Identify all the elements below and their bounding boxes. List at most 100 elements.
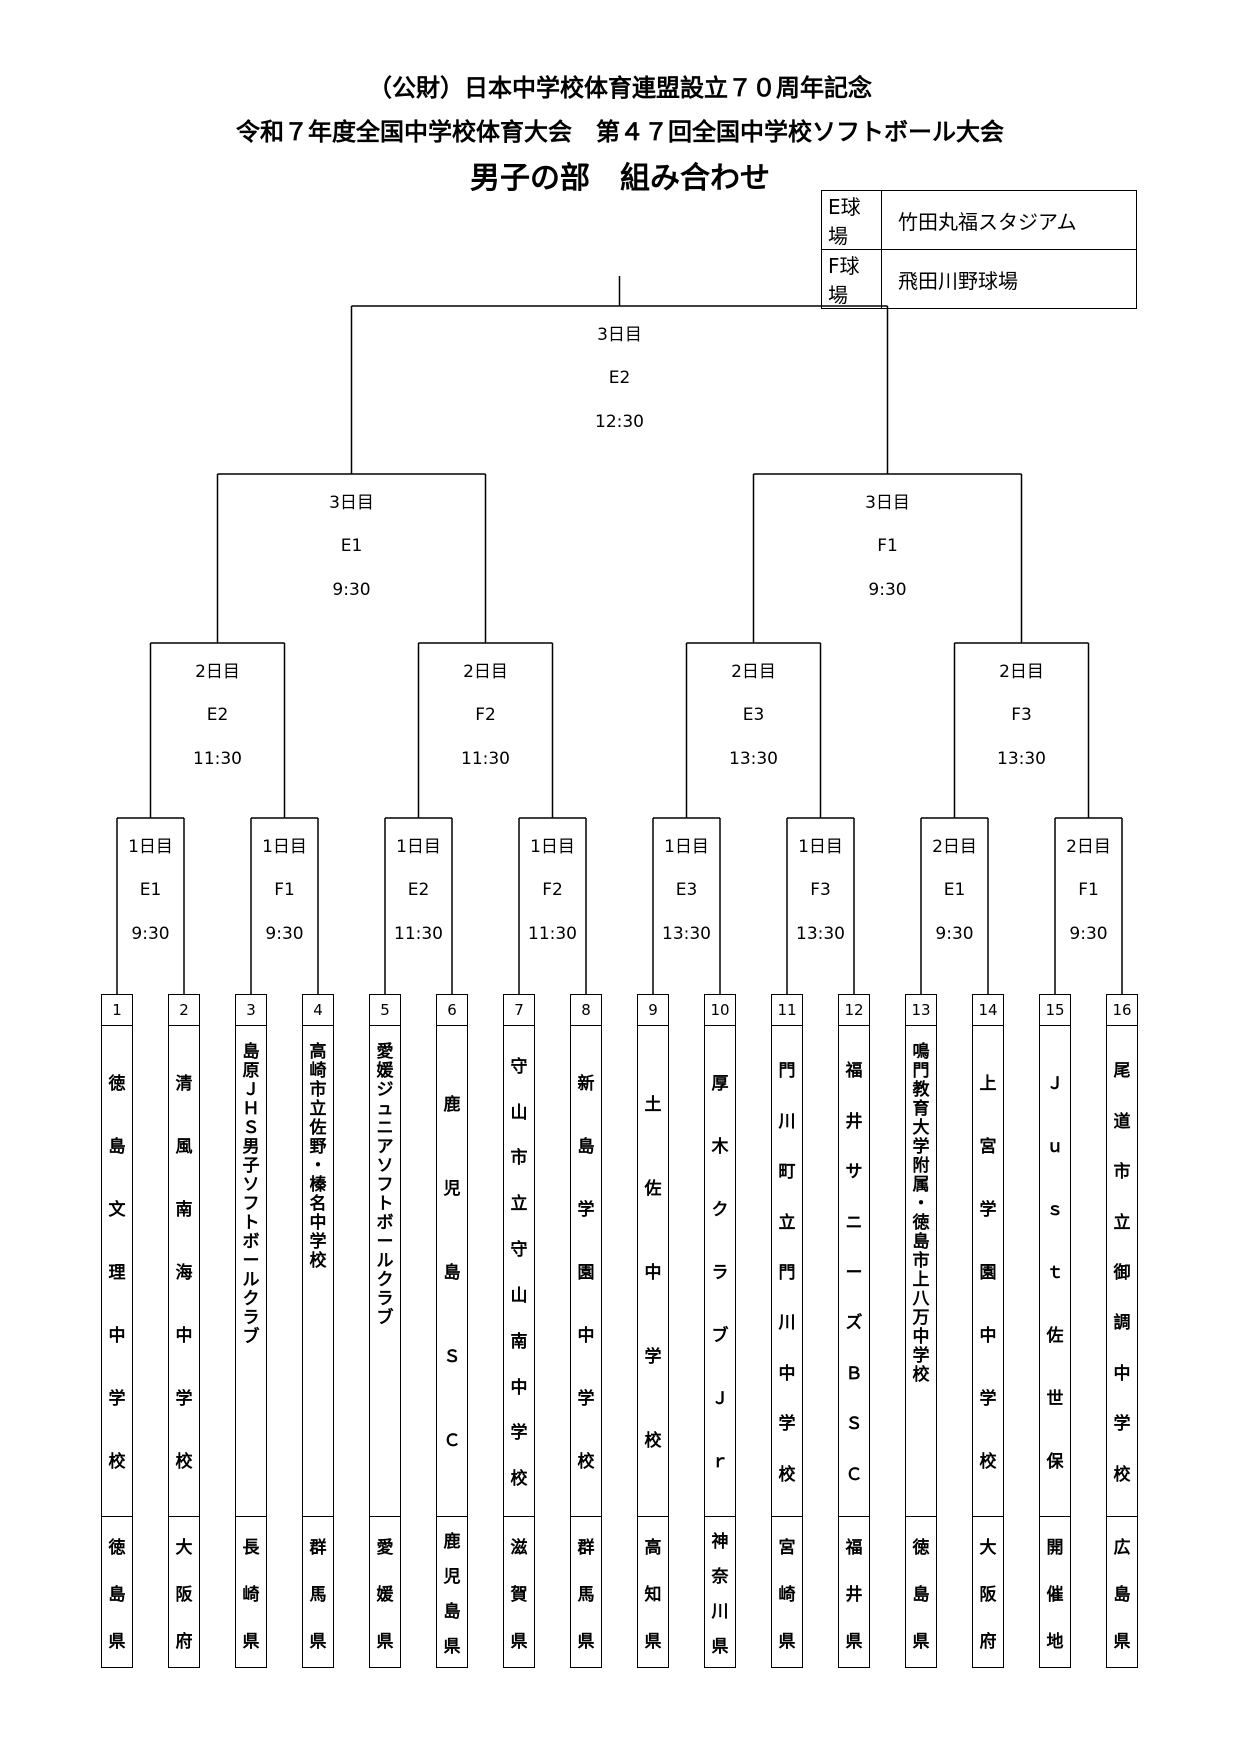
venue-legend-table: E球場 竹田丸福スタジアム F球場 飛田川野球場 <box>821 190 1137 309</box>
venue-row: E球場 竹田丸福スタジアム <box>821 190 1137 250</box>
round1-match-3-day: 1日目 <box>396 837 441 857</box>
team-prefecture: 宮崎県 <box>778 1537 796 1652</box>
round1-match-8-time: 9:30 <box>1069 924 1107 944</box>
round1-match-3-field: E2 <box>408 880 430 900</box>
quarterfinal-3-day: 2日目 <box>731 662 776 682</box>
team-number: 1 <box>102 995 132 1026</box>
team-name: 上宮学園中学校 <box>973 1025 1003 1517</box>
quarterfinal-1-field: E2 <box>207 705 229 725</box>
quarterfinal-2-day: 2日目 <box>463 662 508 682</box>
round1-match-5-day: 1日目 <box>664 837 709 857</box>
team-name: 新島学園中学校 <box>571 1025 601 1517</box>
team-number: 15 <box>1040 995 1070 1026</box>
team-prefecture: 群馬県 <box>309 1537 327 1652</box>
team-name: 清風南海中学校 <box>169 1025 199 1517</box>
semifinal-2-field: F1 <box>877 536 898 556</box>
team-prefecture: 徳島県 <box>108 1537 126 1652</box>
team-number: 4 <box>303 995 333 1026</box>
round1-match-2-day: 1日目 <box>262 837 307 857</box>
round1-match-6-time: 13:30 <box>796 924 845 944</box>
round1-match-5-field: E3 <box>676 880 698 900</box>
round1-match-7-day: 2日目 <box>932 837 977 857</box>
quarterfinal-2-time: 11:30 <box>461 749 510 769</box>
semifinal-1-time: 9:30 <box>332 580 370 600</box>
quarterfinal-3-field: E3 <box>743 705 765 725</box>
round1-match-7-field: E1 <box>944 880 966 900</box>
round1-match-2-field: F1 <box>274 880 295 900</box>
quarterfinal-1-day: 2日目 <box>195 662 240 682</box>
team-number: 8 <box>571 995 601 1026</box>
team-name: 高崎市立佐野・榛名中学校 <box>303 1025 333 1517</box>
title-line-1: （公財）日本中学校体育連盟設立７０周年記念 <box>368 74 872 102</box>
round1-match-4-day: 1日目 <box>530 837 575 857</box>
team-prefecture: 福井県 <box>845 1537 863 1652</box>
team-number: 16 <box>1107 995 1137 1026</box>
round1-match-1-field: E1 <box>140 880 162 900</box>
team-number: 9 <box>638 995 668 1026</box>
final-time: 12:30 <box>595 412 644 432</box>
team-prefecture: 高知県 <box>644 1537 662 1652</box>
venue-name: 飛田川野球場 <box>881 249 1137 309</box>
round1-match-7-time: 9:30 <box>935 924 973 944</box>
team-prefecture: 鹿児島県 <box>443 1532 461 1657</box>
team-prefecture: 大阪府 <box>979 1537 997 1652</box>
team-prefecture: 群馬県 <box>577 1537 595 1652</box>
quarterfinal-4-time: 13:30 <box>997 749 1046 769</box>
team-prefecture: 開催地 <box>1046 1537 1064 1652</box>
round1-match-4-field: F2 <box>542 880 563 900</box>
round1-match-5-time: 13:30 <box>662 924 711 944</box>
semifinal-1-day: 3日目 <box>329 493 374 513</box>
round1-match-8-day: 2日目 <box>1066 837 1111 857</box>
team-name: 徳島文理中学校 <box>102 1025 132 1517</box>
title-line-3: 男子の部 組み合わせ <box>470 161 770 196</box>
team-prefecture: 神奈川県 <box>711 1532 729 1657</box>
final-field: E2 <box>609 368 631 388</box>
round1-match-4-time: 11:30 <box>528 924 577 944</box>
team-number: 12 <box>839 995 869 1026</box>
quarterfinal-4-day: 2日目 <box>999 662 1044 682</box>
team-name: 守山市立守山南中学校 <box>504 1025 534 1517</box>
round1-match-6-day: 1日目 <box>798 837 843 857</box>
quarterfinal-1-time: 11:30 <box>193 749 242 769</box>
venue-code: F球場 <box>821 249 882 309</box>
team-number: 11 <box>772 995 802 1026</box>
team-number: 7 <box>504 995 534 1026</box>
team-prefecture: 滋賀県 <box>510 1537 528 1652</box>
round1-match-3-time: 11:30 <box>394 924 443 944</box>
team-number: 6 <box>437 995 467 1026</box>
quarterfinal-4-field: F3 <box>1011 705 1032 725</box>
semifinal-1-field: E1 <box>341 536 363 556</box>
team-name: 鳴門教育大学附属・徳島市上八万中学校 <box>906 1025 936 1517</box>
round1-match-6-field: F3 <box>810 880 831 900</box>
title-line-2: 令和７年度全国中学校体育大会 第４７回全国中学校ソフトボール大会 <box>236 118 1004 146</box>
quarterfinal-3-time: 13:30 <box>729 749 778 769</box>
team-number: 5 <box>370 995 400 1026</box>
semifinal-2-day: 3日目 <box>865 493 910 513</box>
quarterfinal-2-field: F2 <box>475 705 496 725</box>
team-name: 土佐中学校 <box>638 1025 668 1517</box>
team-prefecture: 広島県 <box>1113 1537 1131 1652</box>
team-prefecture: 愛媛県 <box>376 1537 394 1652</box>
venue-name: 竹田丸福スタジアム <box>881 190 1137 250</box>
team-number: 2 <box>169 995 199 1026</box>
team-prefecture: 長崎県 <box>242 1537 260 1652</box>
team-number: 14 <box>973 995 1003 1026</box>
team-name: 愛媛ジュニアソフトボールクラブ <box>370 1025 400 1517</box>
venue-row: F球場 飛田川野球場 <box>821 249 1137 309</box>
